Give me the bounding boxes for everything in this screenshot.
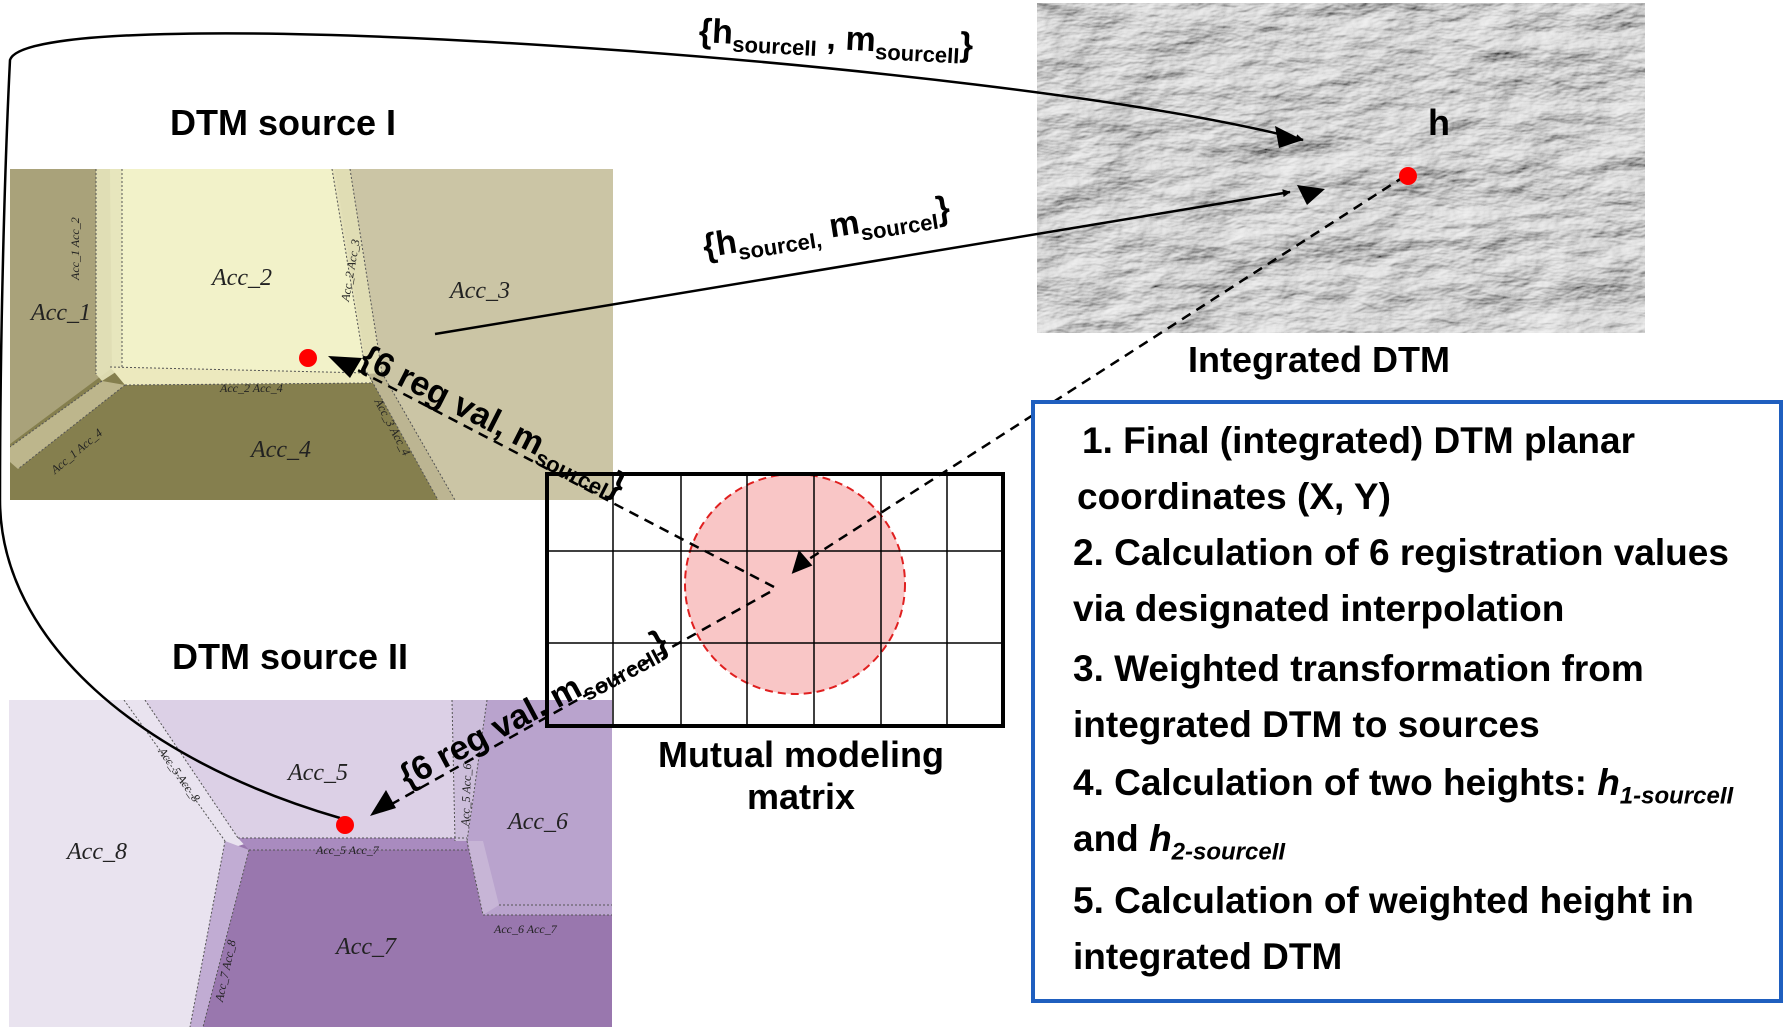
step-5-line-1: 5. Calculation of weighted height in	[1073, 880, 1694, 921]
step-text: 4. Calculation of two heights:	[1073, 762, 1598, 803]
process-steps-box: 1. Final (integrated) DTM planar coordin…	[1031, 400, 1783, 1003]
curve-source2-to-integrated	[0, 32, 1304, 820]
boundary-label: Acc_5 Acc_7	[316, 843, 379, 857]
integrated-dtm-title: Integrated DTM	[1188, 339, 1451, 380]
mutual-modeling-matrix	[545, 472, 1005, 728]
height-subscript-text: 2-sourceII	[1171, 838, 1286, 866]
step-4-line-2: and h2-sourceII	[1073, 818, 1285, 866]
height-symbol: h	[1597, 762, 1620, 803]
step-text: and	[1073, 818, 1150, 859]
step-2-line-1: 2. Calculation of 6 registration values	[1073, 532, 1729, 573]
step-5-line-2: integrated DTM	[1073, 936, 1343, 977]
area-label: Acc_7	[336, 934, 396, 960]
label-part: {h	[700, 222, 740, 266]
point-source1	[299, 349, 317, 367]
label-subscript: sourceII	[731, 31, 818, 61]
label-part: }	[958, 25, 975, 65]
height-subscript: 2-sourceII	[1172, 838, 1285, 865]
dtm-source-1-map	[10, 169, 613, 500]
area-label: Acc_3	[450, 278, 510, 304]
step-1-line-1: 1. Final (integrated) DTM planar	[1082, 420, 1635, 461]
label-part: , m	[816, 18, 877, 60]
area-label: Acc_8	[67, 839, 127, 865]
integrated-point-label: h	[1428, 102, 1450, 143]
integrated-dtm-image	[1037, 3, 1645, 333]
step-4-line-1: 4. Calculation of two heights: h1-source…	[1073, 762, 1733, 810]
step-3-line-2: integrated DTM to sources	[1073, 704, 1540, 745]
area-label: Acc_1	[31, 300, 91, 326]
step-3-line-1: 3. Weighted transformation from	[1073, 648, 1644, 689]
matrix-title: Mutual modeling matrix	[646, 734, 956, 818]
area-label: Acc_2	[212, 265, 272, 291]
area-label: Acc_5	[288, 760, 348, 786]
dtm-source-2-title: DTM source II	[172, 636, 409, 677]
area-label: Acc_4	[251, 437, 311, 463]
matrix-title-line: matrix	[746, 776, 856, 817]
step-1-line-2: coordinates (X, Y)	[1077, 476, 1391, 517]
point-integrated	[1399, 167, 1417, 185]
step-2-line-2: via designated interpolation	[1073, 588, 1565, 629]
dtm-source-1-title: DTM source I	[170, 102, 397, 143]
label-part: m	[816, 203, 863, 248]
label-subscript: sourceII	[874, 39, 961, 69]
boundary-label: Acc_6 Acc_7	[494, 922, 557, 936]
height-symbol: h	[1149, 818, 1172, 859]
point-source2	[336, 816, 354, 834]
dtm-source-2-map	[9, 700, 612, 1027]
boundary-label: Acc_2 Acc_4	[220, 381, 283, 395]
label-part: {h	[698, 12, 734, 52]
area-label: Acc_6	[508, 809, 568, 835]
height-subscript-text: 1-sourceII	[1619, 782, 1734, 810]
height-subscript: 1-sourceII	[1620, 782, 1733, 809]
matrix-title-line: Mutual modeling	[658, 734, 944, 775]
